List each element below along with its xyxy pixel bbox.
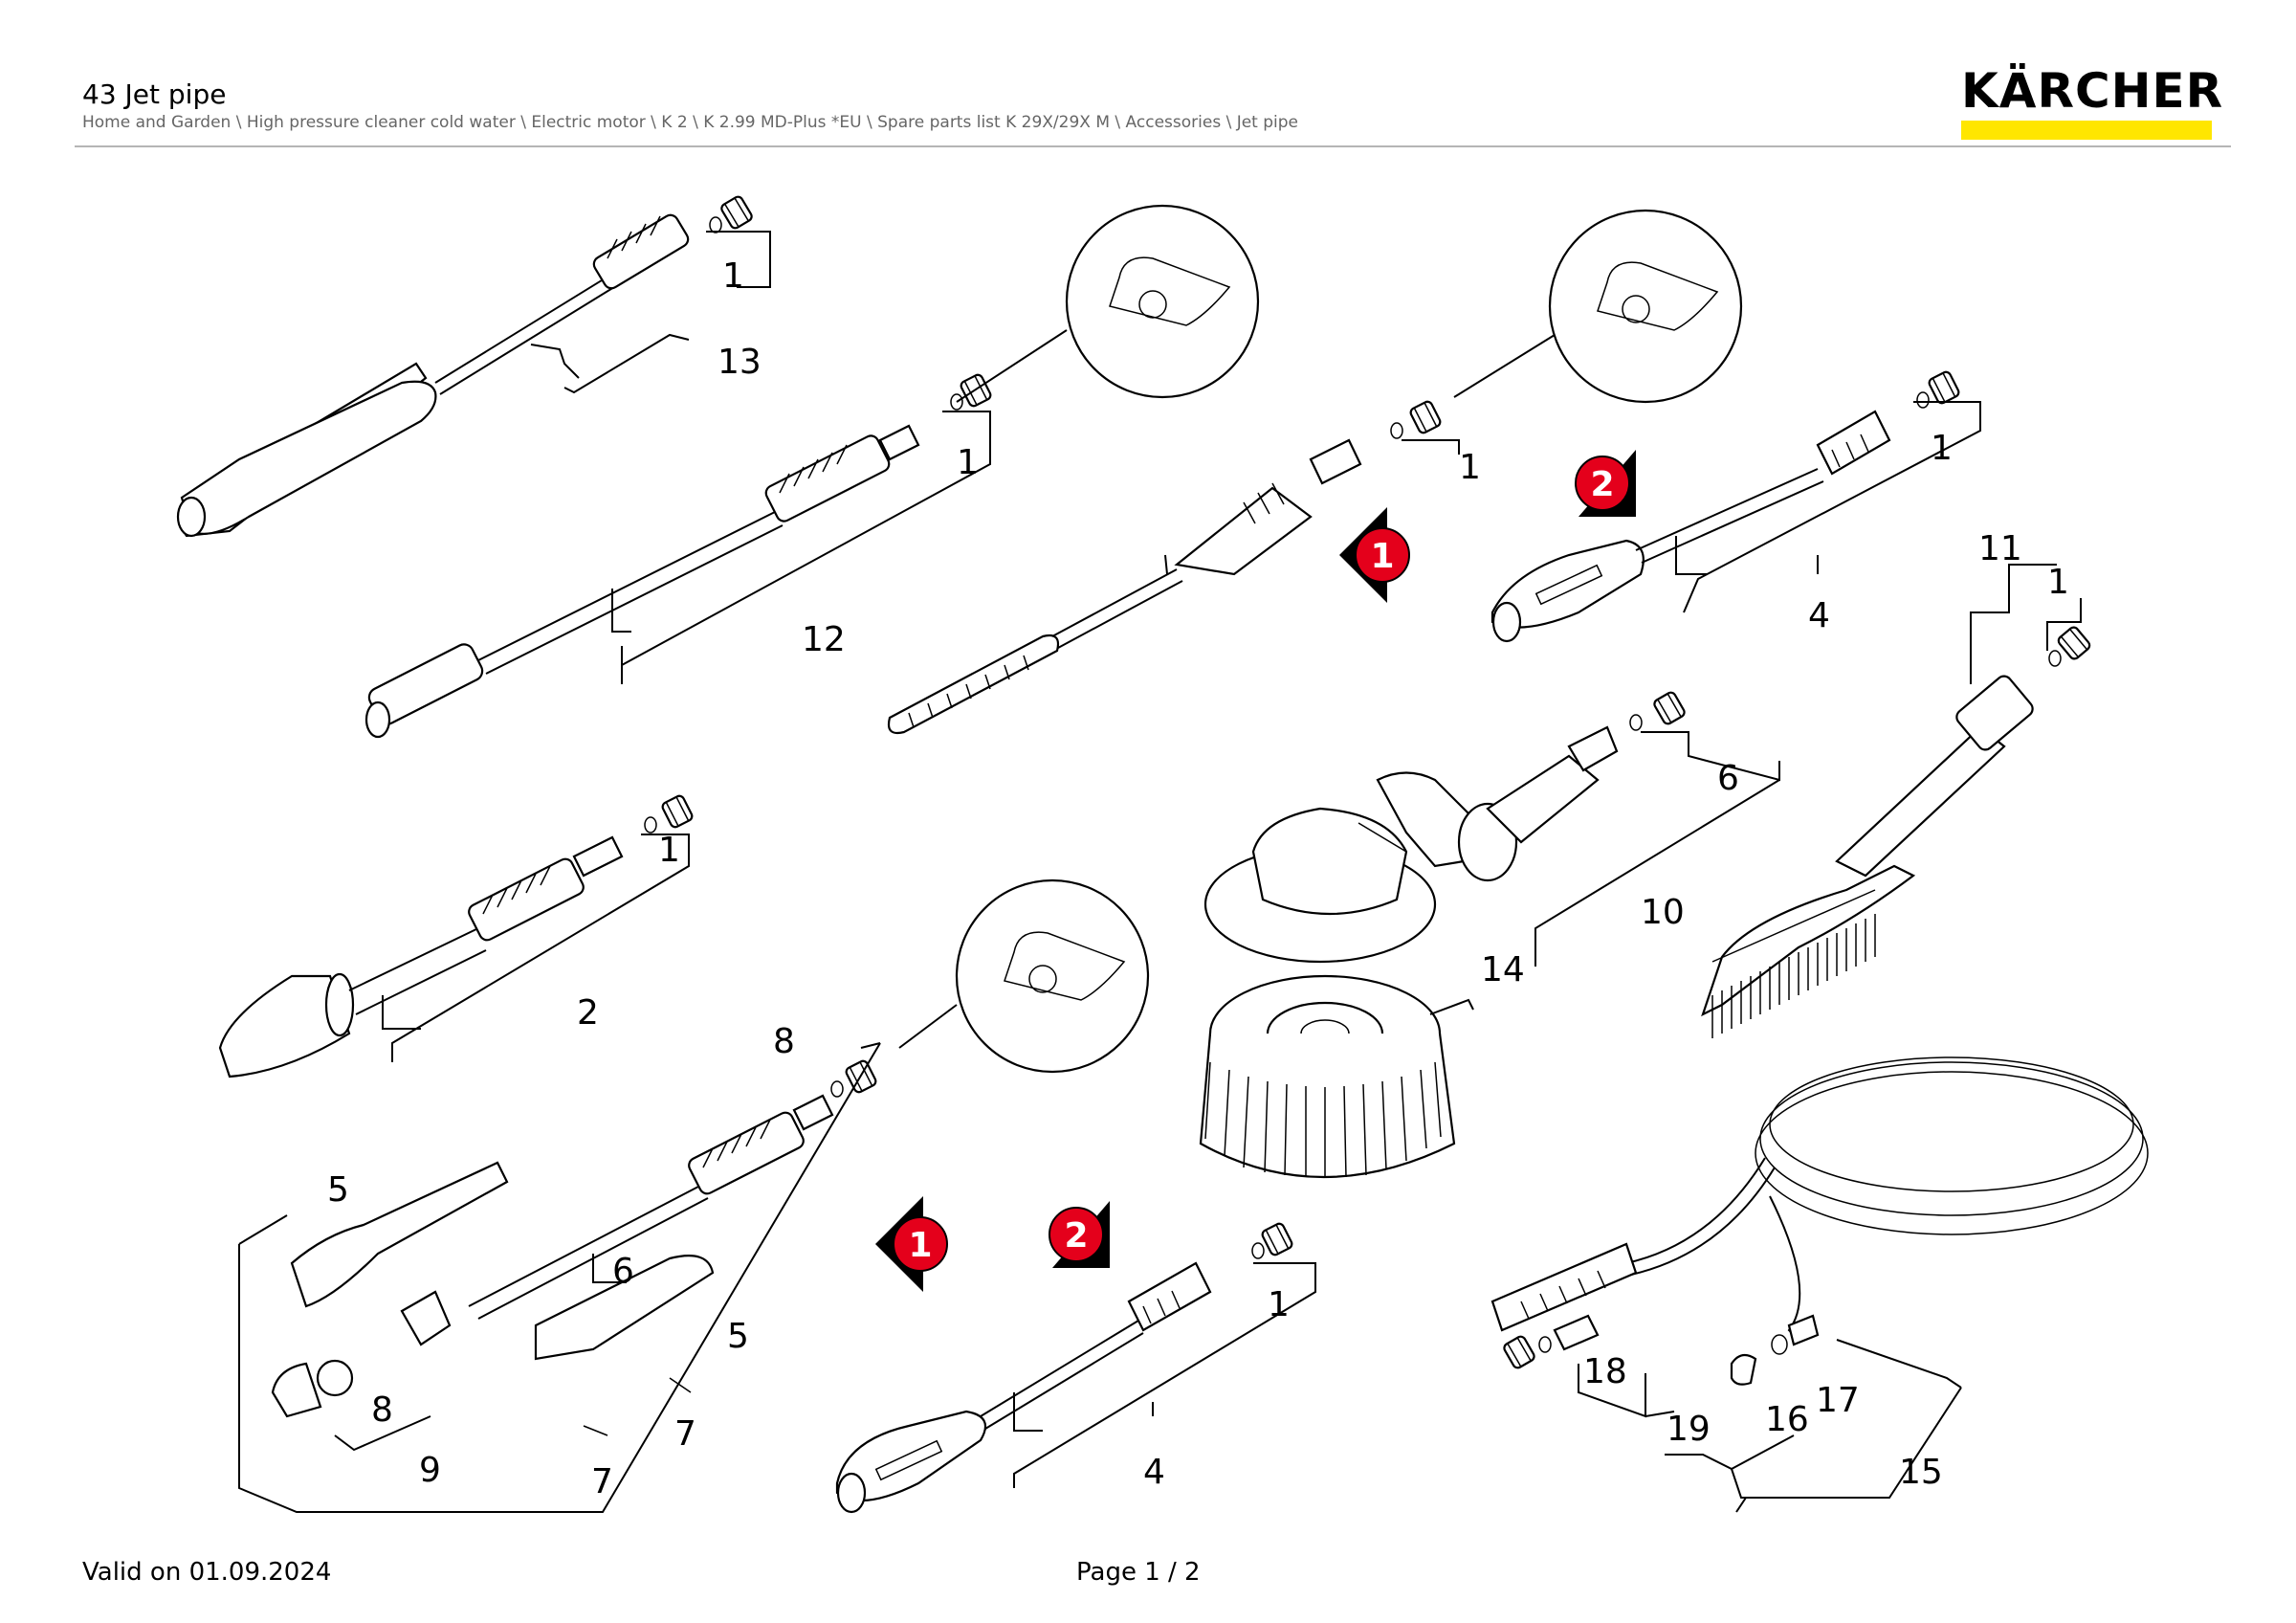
callout-18: 18 <box>1583 1352 1627 1391</box>
callout-7: 7 <box>674 1414 696 1454</box>
callout-5: 5 <box>327 1170 349 1210</box>
navigation-arrow-1[interactable]: 1 <box>1339 507 1410 603</box>
arrow-1-label: 1 <box>1370 537 1394 576</box>
callout-17: 17 <box>1816 1381 1860 1420</box>
part-telescopic-lance-12[interactable] <box>364 371 994 739</box>
part-brush-head-14[interactable] <box>1199 974 1456 1178</box>
callout-15: 15 <box>1899 1453 1943 1492</box>
arrow-4-label: 2 <box>1064 1216 1088 1256</box>
part-lance-grip[interactable] <box>887 398 1444 735</box>
brand-logo-text: KÄRCHER <box>1961 63 2224 119</box>
callout-1: 1 <box>1931 429 1953 468</box>
callout-4: 4 <box>1808 596 1830 635</box>
callout-13: 13 <box>718 343 762 382</box>
callout-1: 8 <box>773 1022 795 1061</box>
callout-1: 1 <box>658 831 680 870</box>
detail-magnifier-1 <box>956 204 1260 403</box>
callout-1: 1 <box>2047 563 2069 602</box>
callout-1: 1 <box>957 443 979 482</box>
header-divider <box>75 145 2231 147</box>
callout-5: 5 <box>727 1317 749 1356</box>
breadcrumb: Home and Garden \ High pressure cleaner … <box>82 113 1299 132</box>
arrow-2-label: 2 <box>1590 465 1614 504</box>
callout-1: 1 <box>1268 1285 1290 1324</box>
callout-6: 6 <box>612 1252 634 1291</box>
part-lance-assembly[interactable] <box>271 1057 879 1436</box>
page-title: 43 Jet pipe <box>82 78 227 110</box>
brand-logo-bar <box>1961 121 2212 140</box>
callout-1: 1 <box>1459 448 1481 487</box>
valid-date: Valid on 01.09.2024 <box>82 1558 332 1587</box>
callout-7: 7 <box>591 1462 613 1501</box>
navigation-arrow-4[interactable]: 2 <box>1049 1201 1110 1268</box>
part-rotating-brush-10[interactable] <box>1203 689 1688 964</box>
navigation-arrow-2[interactable]: 2 <box>1575 450 1636 517</box>
detail-magnifier-2 <box>1453 209 1743 404</box>
part-wash-brush-11[interactable] <box>1701 624 2093 1038</box>
part-spray-gun-4a[interactable] <box>1490 368 1962 643</box>
part-hose-15[interactable] <box>1490 1056 2149 1386</box>
callout-9: 9 <box>419 1451 441 1490</box>
callout-10: 10 <box>1641 893 1685 932</box>
page-number: Page 1 / 2 <box>1076 1558 1201 1587</box>
callout-16: 16 <box>1765 1400 1809 1439</box>
navigation-arrow-3[interactable]: 1 <box>875 1196 948 1292</box>
part-spray-lance-13[interactable] <box>176 193 755 538</box>
callout-1: 6 <box>1717 759 1739 798</box>
callout-2: 2 <box>577 993 599 1033</box>
brand-logo: KÄRCHER <box>1961 63 2224 140</box>
callout-1: 1 <box>722 256 744 296</box>
callout-4: 4 <box>1143 1453 1165 1492</box>
callout-11: 11 <box>1978 529 2022 568</box>
arrow-3-label: 1 <box>908 1226 932 1265</box>
callout-14: 14 <box>1481 950 1525 989</box>
part-dirt-blaster-2[interactable] <box>218 792 695 1078</box>
detail-magnifier-3 <box>898 878 1150 1074</box>
callout-19: 19 <box>1667 1410 1711 1449</box>
callout-8: 8 <box>371 1390 393 1430</box>
part-spray-gun-4b[interactable] <box>835 1220 1295 1514</box>
callout-12: 12 <box>802 620 846 659</box>
